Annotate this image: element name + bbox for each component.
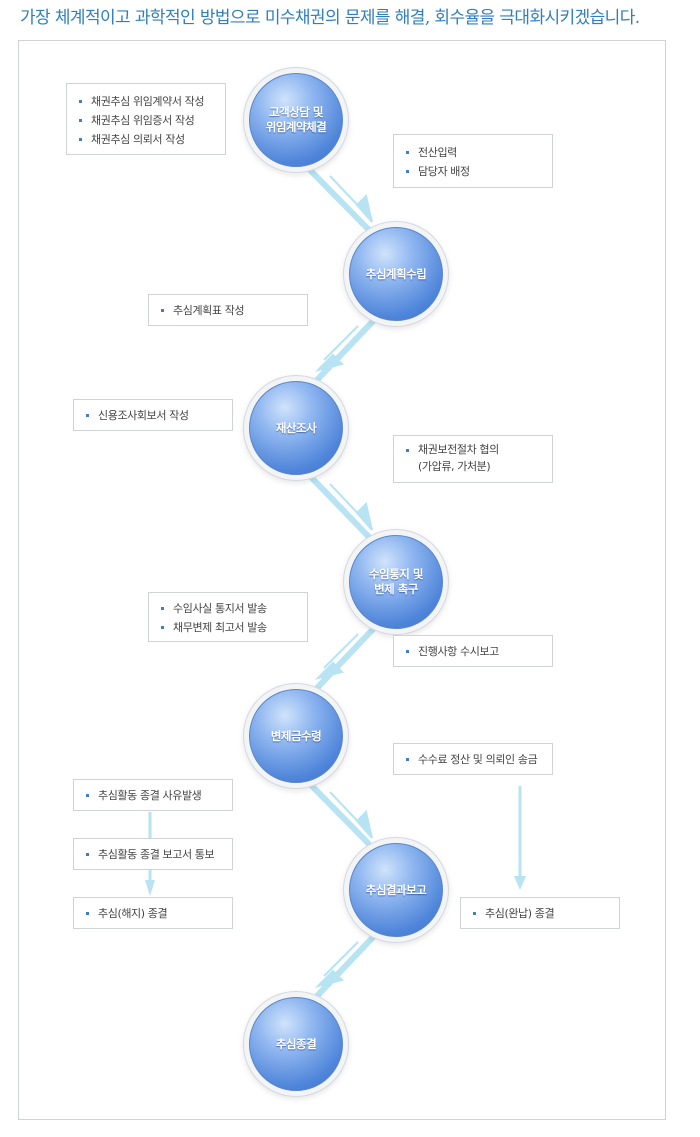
arrow-2-3 — [323, 325, 359, 361]
box-item: 채권추심 의뢰서 작성 — [79, 130, 217, 149]
box-item: 추심계획표 작성 — [161, 301, 299, 320]
arrow-head-4-5 — [314, 661, 344, 680]
box-terminate-reason: 추심활동 종결 사유발생 — [73, 779, 233, 811]
box-item: 진행사항 수시보고 — [406, 642, 544, 661]
box-plan-sheet: 추심계획표 작성 — [148, 294, 308, 326]
step-label: 추심종결 — [275, 1036, 317, 1051]
box-consult-docs: 채권추심 위임계약서 작성 채권추심 위임증서 작성 채권추심 의뢰서 작성 — [66, 83, 226, 155]
process-flow-panel — [18, 40, 666, 1120]
arrow-head-terminate-left — [145, 880, 155, 896]
box-item: 채권추심 위임증서 작성 — [79, 111, 217, 130]
arrow-6-7 — [323, 941, 359, 977]
box-cancel-end: 추심(해지) 종결 — [73, 897, 233, 929]
box-item: 담당자 배정 — [406, 162, 544, 181]
box-item: 추심활동 종결 사유발생 — [86, 786, 224, 805]
step-label: 수임통지 및 변제 촉구 — [369, 567, 423, 596]
step-label: 고객상담 및 위임계약체결 — [265, 105, 327, 134]
box-notice: 수임사실 통지서 발송 채무변제 최고서 발송 — [148, 592, 308, 642]
connector-4-5 — [315, 623, 379, 690]
arrow-head-paid-right — [514, 876, 526, 890]
box-terminate-notice: 추심활동 종결 보고서 통보 — [73, 838, 233, 870]
step-label: 추심결과보고 — [365, 882, 427, 897]
box-item: 추심(완납) 종결 — [473, 904, 611, 923]
box-input-assign: 전산입력 담당자 배정 — [393, 134, 553, 188]
arrow-head-5-6 — [355, 810, 373, 839]
arrow-head-2-3 — [314, 353, 344, 372]
arrow-4-5 — [323, 633, 359, 669]
connector-3-4 — [307, 473, 371, 539]
box-item: 채무변제 최고서 발송 — [161, 618, 299, 637]
box-item: 채권보전절차 협의 (가압류, 가처분) — [406, 441, 544, 475]
step-consult-contract: 고객상담 및 위임계약체결 — [249, 73, 343, 167]
step-result-report: 추심결과보고 — [349, 843, 443, 937]
step-notice-demand: 수임통지 및 변제 촉구 — [349, 535, 443, 629]
box-item: 전산입력 — [406, 143, 544, 162]
box-item: 수수료 정산 및 의뢰인 송금 — [406, 750, 544, 769]
box-credit-report: 신용조사회보서 작성 — [73, 399, 233, 431]
step-asset-investigation: 재산조사 — [249, 381, 343, 475]
connector-1-2 — [307, 167, 371, 232]
step-collection-end: 추심종결 — [249, 997, 343, 1091]
box-fee-settlement: 수수료 정산 및 의뢰인 송금 — [393, 743, 553, 775]
box-progress-report: 진행사항 수시보고 — [393, 635, 553, 667]
box-preservation: 채권보전절차 협의 (가압류, 가처분) — [393, 435, 553, 483]
box-item: 추심활동 종결 보고서 통보 — [86, 845, 224, 864]
page-headline: 가장 체계적이고 과학적인 방법으로 미수채권의 문제를 해결, 회수율을 극대… — [20, 8, 640, 28]
step-label: 추심계획수립 — [365, 266, 427, 281]
arrow-head-1-2 — [355, 194, 373, 223]
step-collection-plan: 추심계획수립 — [349, 227, 443, 321]
arrow-head-6-7 — [314, 969, 344, 988]
box-paid-end: 추심(완납) 종결 — [460, 897, 620, 929]
step-label: 변제금수령 — [270, 728, 322, 743]
step-payment-receipt: 변제금수령 — [249, 689, 343, 783]
box-item: 채권추심 위임계약서 작성 — [79, 92, 217, 111]
connector-5-6 — [307, 781, 371, 846]
connector-6-7 — [315, 931, 379, 998]
box-item: 추심(해지) 종결 — [86, 904, 224, 923]
box-item: 신용조사회보서 작성 — [86, 406, 224, 425]
connector-2-3 — [315, 315, 379, 382]
step-label: 재산조사 — [275, 420, 317, 435]
arrow-head-3-4 — [355, 502, 373, 531]
box-item: 수임사실 통지서 발송 — [161, 599, 299, 618]
